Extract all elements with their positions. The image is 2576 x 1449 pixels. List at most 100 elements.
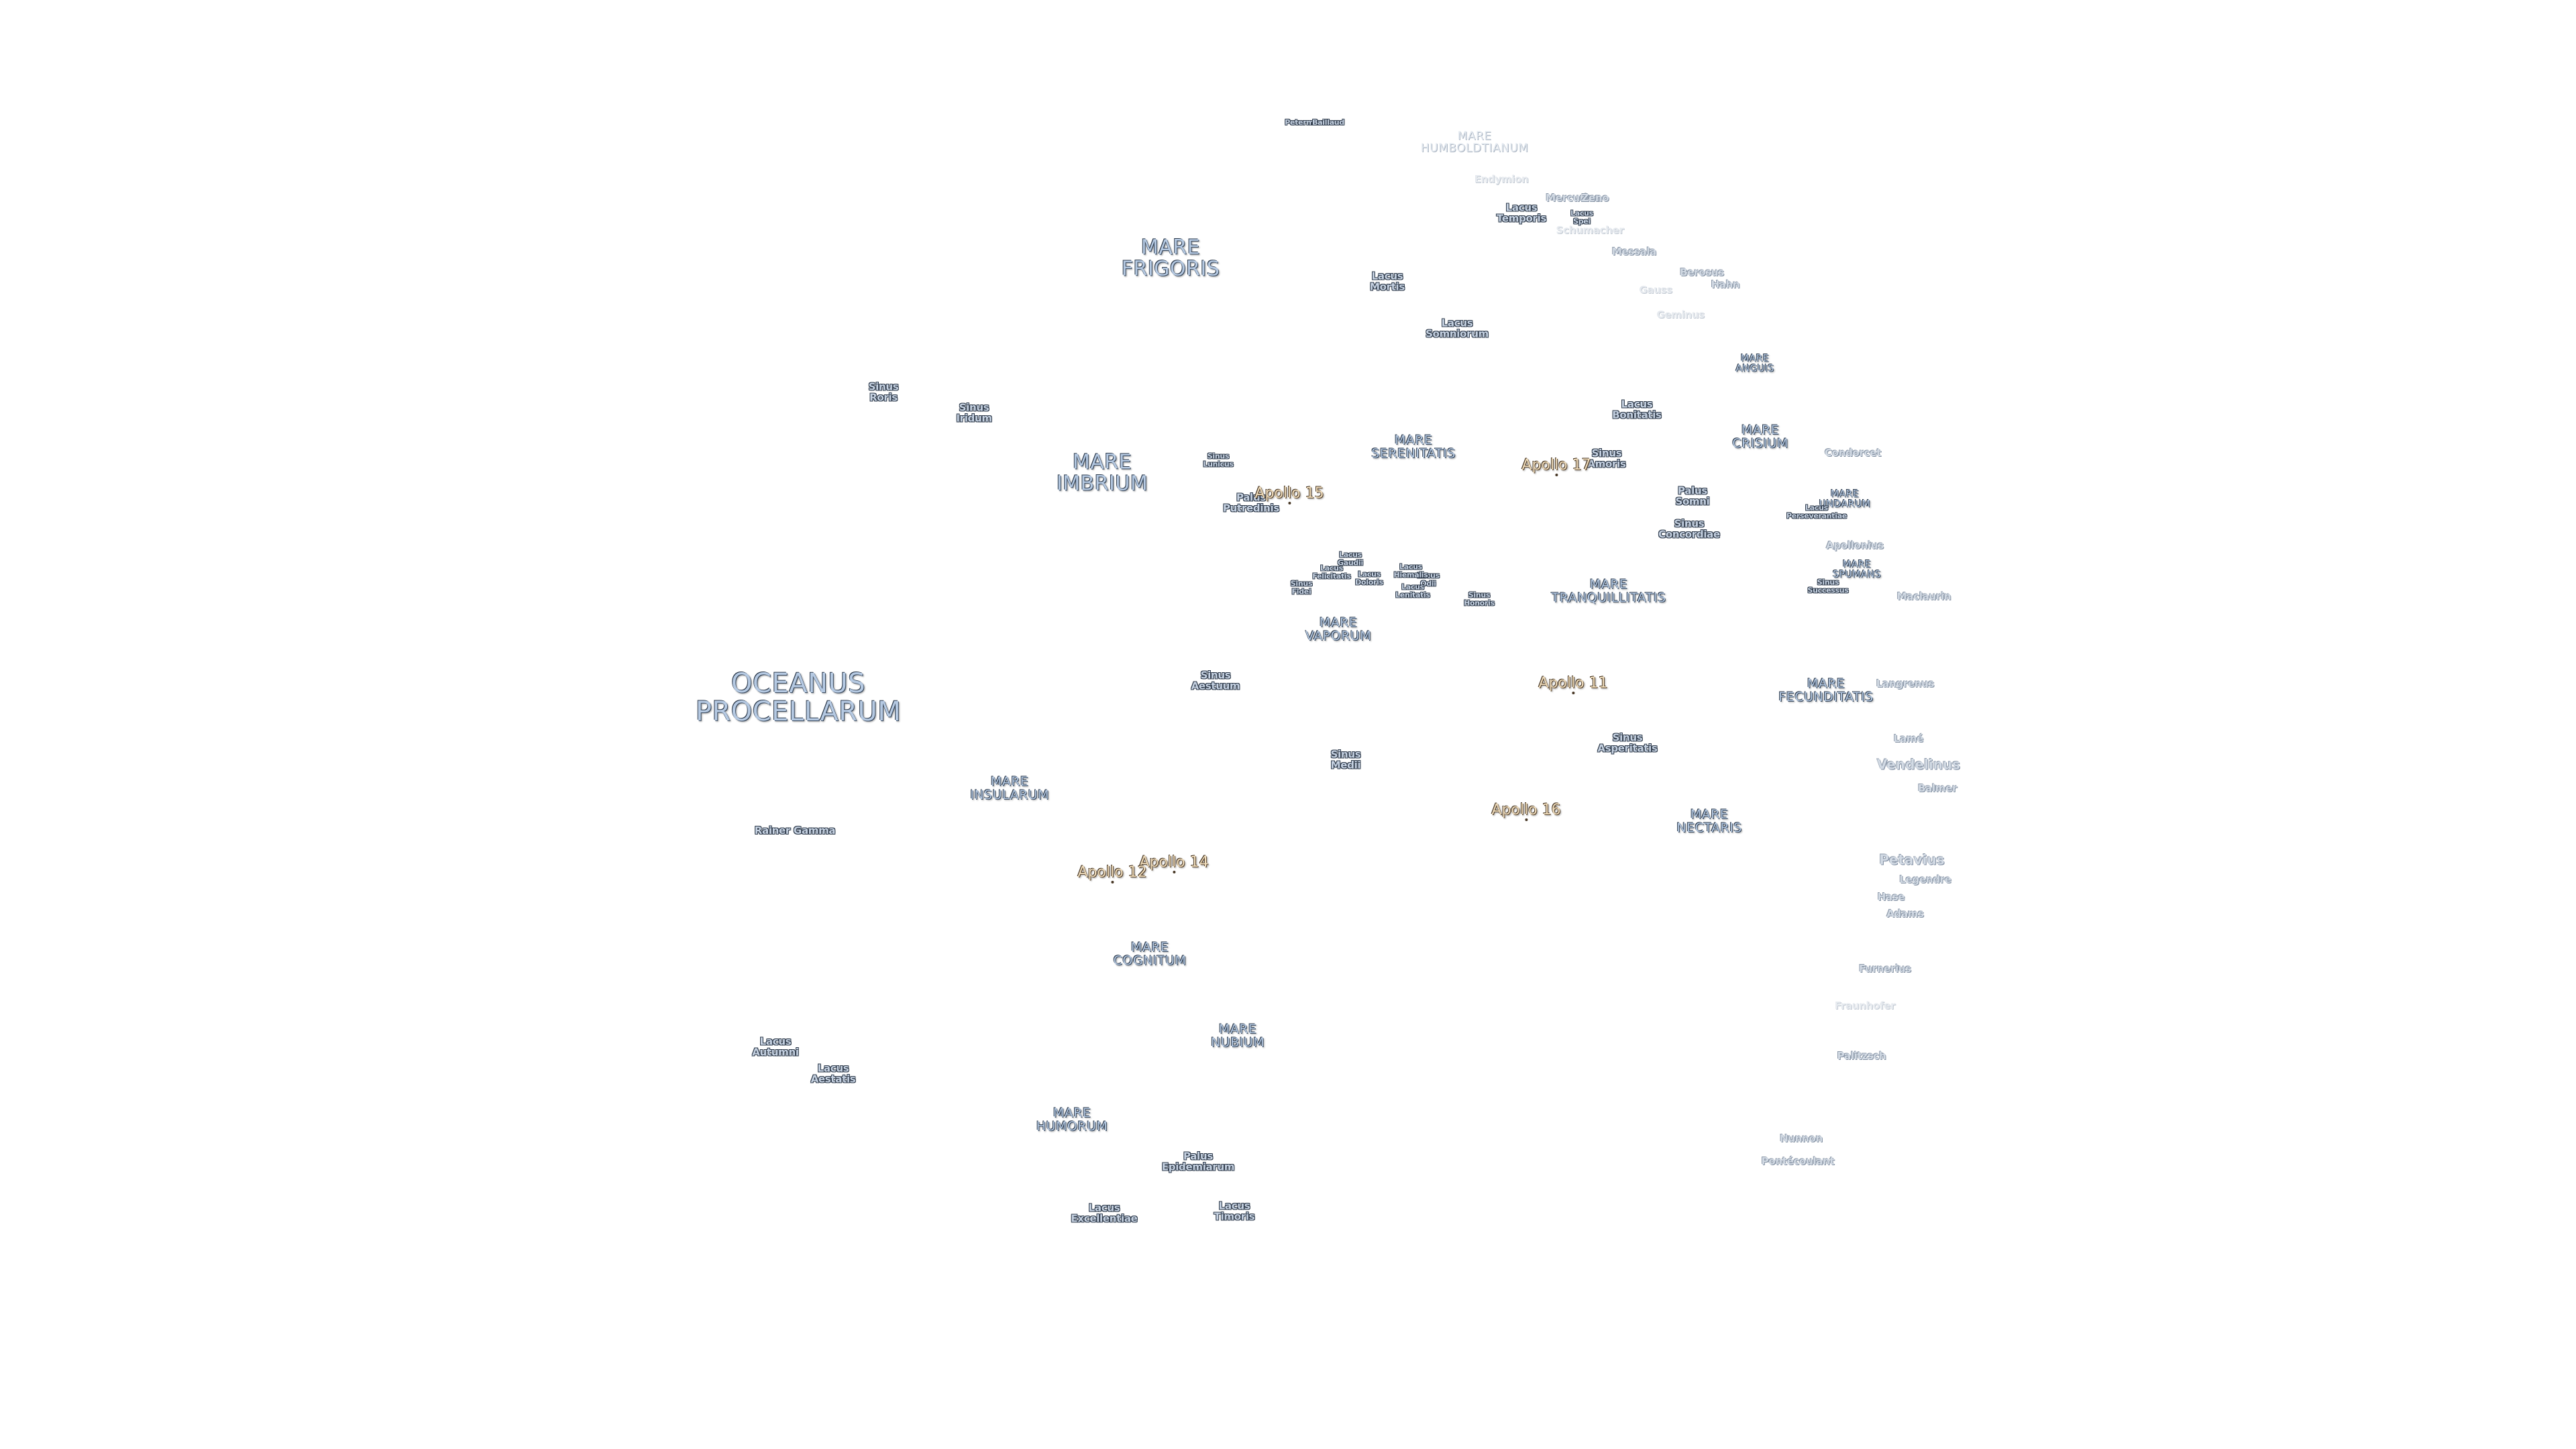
feature-label-sinus-iridum-line: Iridum	[956, 412, 992, 424]
landing-site-apollo-12[interactable]: Apollo 12	[1077, 863, 1147, 884]
crater-label-langrenus-line: Langrenus	[1876, 678, 1935, 690]
crater-label-vendelinus: Vendelinus	[1876, 756, 1961, 773]
sea-label-oceanus-procellarum-line: PROCELLARUM	[695, 696, 902, 727]
landing-marker-icon	[1572, 692, 1574, 695]
feature-label-sinus-asperitatis-line: Asperitatis	[1597, 742, 1658, 754]
crater-label-maclaurin: Maclaurin	[1897, 591, 1951, 602]
feature-label-sinus-amoris-line: Sinus	[1591, 447, 1622, 460]
crater-label-hahn: Hahn	[1711, 278, 1740, 291]
feature-label-palus-putredinis-line: Palus	[1236, 491, 1266, 504]
sea-label-mare-spumans-line: MARE	[1842, 559, 1872, 570]
landing-marker-icon	[1288, 502, 1291, 505]
feature-label-lacus-mortis-line: Mortis	[1369, 280, 1405, 292]
landing-site-apollo-15[interactable]: Apollo 15	[1254, 486, 1324, 505]
crater-label-petermann-line: Petermann	[1285, 118, 1329, 127]
feature-label-sinus-asperitatis-line: Sinus	[1612, 731, 1643, 744]
crater-label-nunnon: Nunnon	[1780, 1133, 1823, 1144]
sea-label-mare-vaporum-line: MARE	[1319, 615, 1358, 631]
feature-label-sinus-amoris-line: Amoris	[1587, 458, 1626, 470]
sea-label-mare-humorum-line: MARE	[1053, 1106, 1091, 1121]
sea-label-mare-undarum-line: UNDARUM	[1819, 498, 1871, 509]
landing-site-apollo-17[interactable]: Apollo 17	[1521, 458, 1591, 477]
feature-label-lacus-timoris-line: Lacus	[1218, 1199, 1250, 1212]
landing-site-apollo-14[interactable]: Apollo 14	[1139, 855, 1209, 874]
crater-label-hase: Hase	[1878, 892, 1905, 903]
crater-label-fraunhofer: Fraunhofer	[1835, 1000, 1896, 1012]
sea-label-mare-insularum-line: INSULARUM	[970, 788, 1049, 802]
landing-site-label: Apollo 12	[1077, 863, 1147, 881]
crater-label-hahn-line: Hahn	[1711, 278, 1740, 291]
feature-label-sinus-roris-line: Roris	[869, 391, 898, 403]
sea-label-mare-nubium-line: MARE	[1218, 1022, 1257, 1037]
sea-label-mare-serenitatis-line: MARE	[1394, 433, 1433, 448]
sea-label-mare-fecunditatis-line: FECUNDITATIS	[1778, 690, 1874, 704]
sea-label-mare-cognitum-line: COGNITUM	[1113, 953, 1187, 968]
sea-label-mare-frigoris-line: MARE	[1140, 235, 1201, 260]
feature-label-palus-epidemiarum-line: Epidemiarum	[1161, 1161, 1235, 1173]
crater-label-schumacher-line: Schumacher	[1556, 224, 1624, 237]
landing-site-apollo-11[interactable]: Apollo 11	[1538, 674, 1608, 695]
feature-label-lacus-mortis-line: Lacus	[1371, 270, 1403, 282]
crater-label-adams: Adams	[1886, 908, 1924, 920]
crater-label-lam-line: Lamé	[1893, 733, 1924, 745]
crater-label-pont-coulant-line: Pontécoulant	[1761, 1155, 1835, 1168]
feature-label-lacus-temporis-line: Lacus	[1505, 201, 1538, 214]
feature-label-lacus-lenitatis-line: Lacus	[1401, 582, 1424, 592]
crater-label-hase-line: Hase	[1877, 891, 1905, 904]
feature-label-lacus-temporis-line: Temporis	[1496, 212, 1547, 224]
crater-label-furnerius: Furnerius	[1859, 963, 1911, 975]
landing-marker-icon	[1111, 881, 1114, 884]
feature-label-lacus-spei-line: Lacus	[1570, 209, 1593, 218]
crater-label-condorcet: Condorcet	[1825, 447, 1881, 459]
sea-label-mare-humboldtianum-line: MARE	[1457, 129, 1492, 144]
landing-site-apollo-16[interactable]: Apollo 16	[1491, 802, 1561, 822]
sea-label-mare-imbrium-line: MARE	[1072, 450, 1132, 474]
feature-label-sinus-honoris-line: Honoris	[1464, 598, 1495, 607]
feature-label-lacus-autumni-line: Lacus	[759, 1035, 792, 1048]
crater-label-zeno: Zeno	[1582, 193, 1609, 204]
crater-label-lam: Lamé	[1893, 733, 1924, 745]
feature-label-sinus-medii-line: Sinus	[1330, 748, 1361, 761]
crater-label-petavius: Petavius	[1879, 853, 1944, 867]
crater-label-endymion-line: Endymion	[1474, 173, 1529, 186]
crater-label-baillaud: Baillaud	[1312, 119, 1344, 127]
feature-label-lacus-autumni-line: Autumni	[752, 1046, 799, 1058]
crater-label-petermann: Petermann	[1285, 119, 1329, 127]
crater-label-berosus-line: Berosus	[1680, 266, 1724, 279]
crater-label-palitzsch: Palitzsch	[1837, 1051, 1886, 1062]
crater-label-vendelinus-line: Vendelinus	[1876, 756, 1961, 773]
sea-label-oceanus-procellarum-line: OCEANUS	[731, 668, 866, 699]
landing-marker-icon	[1555, 474, 1558, 477]
feature-label-lacus-excellentiae-line: Excellentiae	[1071, 1212, 1138, 1224]
crater-label-messala-line: Messala	[1611, 246, 1657, 258]
crater-label-palitzsch-line: Palitzsch	[1837, 1050, 1886, 1063]
crater-label-geminus-line: Geminus	[1656, 309, 1705, 321]
landing-site-label: Apollo 11	[1538, 674, 1608, 692]
sea-label-mare-anguis-line: MARE	[1740, 353, 1770, 364]
sea-label-mare-undarum-line: MARE	[1830, 488, 1860, 500]
